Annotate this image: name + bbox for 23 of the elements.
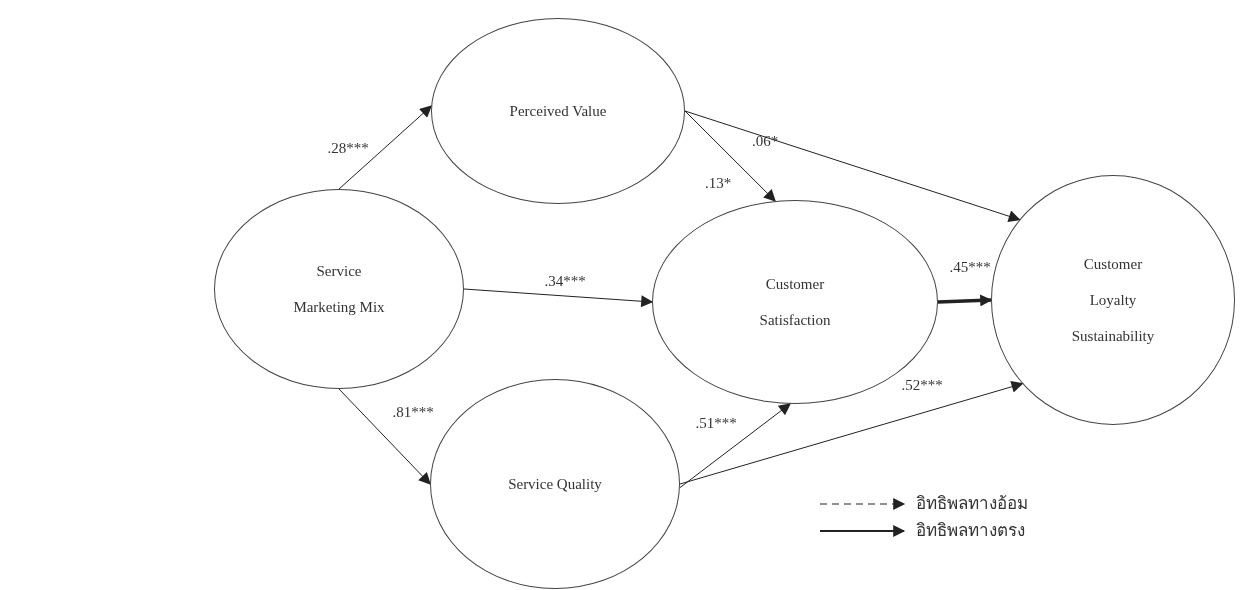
construct-label: Service Quality: [507, 475, 603, 494]
legend-text: อิทธิพลทางตรง: [916, 520, 1025, 542]
arrow: [338, 388, 431, 485]
path-coefficient: .06*: [751, 133, 779, 149]
arrow: [463, 288, 654, 308]
legend-text: อิทธิพลทางอ้อม: [916, 493, 1028, 515]
construct-label: Service Marketing Mix: [292, 262, 386, 317]
path-coefficient: .81***: [392, 404, 434, 420]
construct-label: Customer Satisfaction: [758, 275, 832, 330]
arrow: [679, 380, 1024, 485]
arrow: [684, 110, 776, 202]
arrow: [338, 105, 433, 190]
path-coefficient: .34***: [544, 273, 586, 289]
arrow: [937, 294, 993, 307]
construct-label: Customer Loyalty Sustainability: [1070, 255, 1156, 346]
construct-label: Perceived Value: [508, 102, 608, 121]
path-coefficient: .13*: [704, 175, 732, 191]
path-coefficient: .45***: [949, 259, 991, 275]
arrow: [679, 403, 791, 489]
path-coefficient: .28***: [327, 140, 369, 156]
path-coefficient: .52***: [901, 377, 943, 393]
path-coefficient: .51***: [695, 415, 737, 431]
arrow: [684, 110, 1021, 222]
